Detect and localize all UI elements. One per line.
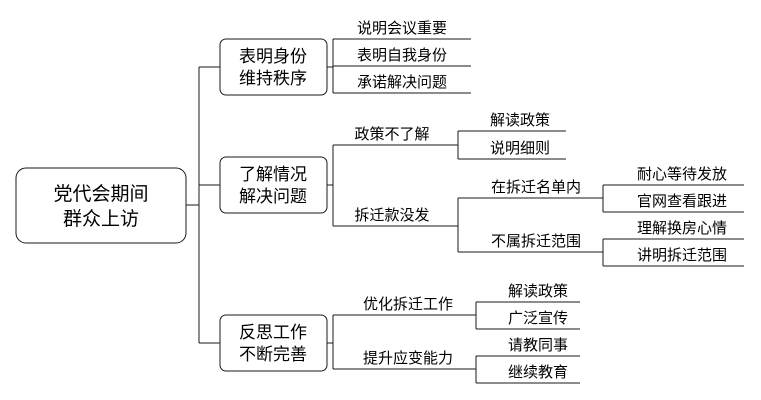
leaf-label: 继续教育 <box>508 363 568 381</box>
leaf-label: 承诺解决问题 <box>357 73 447 91</box>
main-node-2: 了解情况 解决问题 <box>219 156 328 214</box>
leaf-label: 耐心等待发放 <box>637 165 727 183</box>
root-node: 党代会期间 群众上访 <box>15 167 187 244</box>
main-node-1-line1: 表明身份 <box>239 47 307 67</box>
leaf-label: 解读政策 <box>508 282 568 300</box>
branch3-connectors <box>327 301 580 384</box>
leaf-label: 说明细则 <box>490 139 550 157</box>
branch2-connectors <box>327 130 744 267</box>
sub-sub-label: 在拆迁名单内 <box>491 178 581 196</box>
sub-label: 拆迁款没发 <box>354 206 429 224</box>
root-label-line1: 党代会期间 <box>53 183 148 205</box>
sub-label: 提升应变能力 <box>363 349 453 367</box>
main-node-3-line2: 不断完善 <box>239 345 307 365</box>
leaf-label: 表明自我身份 <box>357 46 447 64</box>
root-connectors <box>186 66 220 344</box>
leaf-label: 解读政策 <box>490 111 550 129</box>
leaf-label: 官网查看跟进 <box>637 192 727 210</box>
root-label-line2: 群众上访 <box>63 208 139 230</box>
sub-label: 优化拆迁工作 <box>363 295 453 313</box>
main-node-2-line2: 解决问题 <box>239 187 307 207</box>
main-node-3: 反思工作 不断完善 <box>219 314 328 372</box>
main-node-2-line1: 了解情况 <box>239 165 307 185</box>
leaf-label: 说明会议重要 <box>357 19 447 37</box>
branch1-connectors <box>327 38 471 94</box>
main-node-1: 表明身份 维持秩序 <box>219 38 328 96</box>
sub-sub-label: 不属拆迁范围 <box>491 232 581 250</box>
sub-label: 政策不了解 <box>354 125 429 143</box>
main-node-3-line1: 反思工作 <box>239 323 307 343</box>
leaf-label: 请教同事 <box>508 336 568 354</box>
leaf-label: 讲明拆迁范围 <box>637 246 727 264</box>
leaf-label: 广泛宣传 <box>508 309 568 327</box>
leaf-label: 理解换房心情 <box>637 219 727 237</box>
main-node-1-line2: 维持秩序 <box>239 69 307 89</box>
